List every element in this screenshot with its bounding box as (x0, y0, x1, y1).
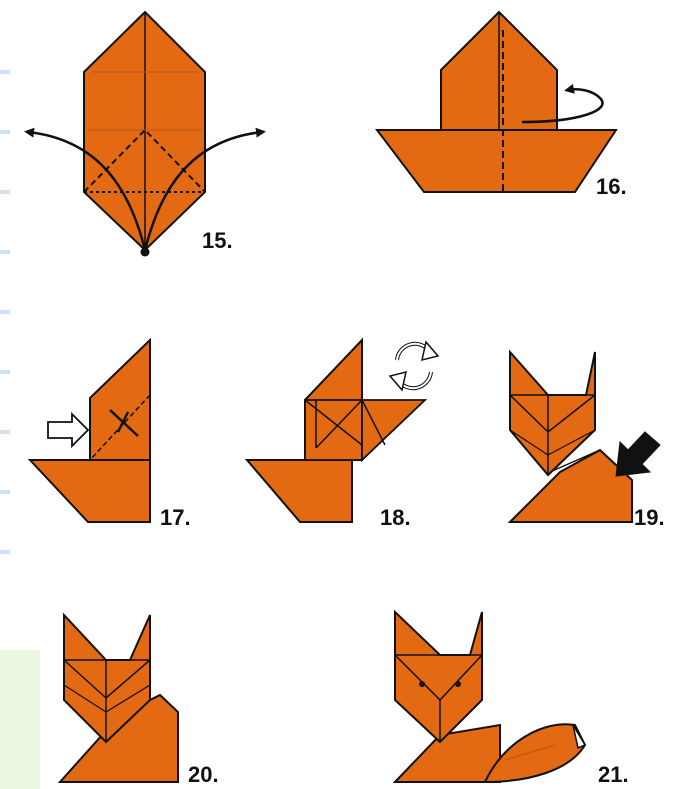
step-19-label: 19. (634, 505, 665, 530)
push-arrow-icon (48, 414, 88, 446)
step-17-label: 17. (160, 505, 191, 530)
step-19-figure (510, 352, 660, 522)
step-15-figure (28, 12, 262, 257)
fox-eye-left (419, 681, 425, 687)
step-18-figure (247, 340, 438, 522)
step-16-label: 16. (596, 174, 627, 199)
step-18-label: 18. (380, 505, 411, 530)
step-21-figure (395, 612, 585, 782)
step-16-figure (377, 12, 616, 192)
rotate-icon (390, 342, 438, 390)
fox-eye-right (455, 681, 461, 687)
left-edge-decoration (0, 70, 40, 789)
step-20-label: 20. (188, 762, 219, 787)
step-21-label: 21. (598, 762, 629, 787)
step-20-figure (60, 615, 178, 782)
push-arrow-icon (616, 432, 660, 476)
step-15-label: 15. (202, 228, 233, 253)
step-17-figure (30, 340, 150, 522)
